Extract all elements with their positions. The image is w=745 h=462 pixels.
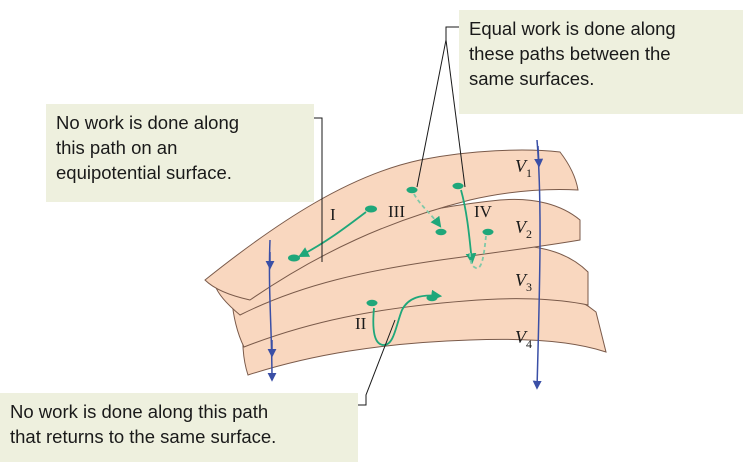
surface-label-v1-sub: 1 bbox=[526, 166, 532, 180]
surface-label-v3-sub: 3 bbox=[526, 280, 532, 294]
path-iv-end-dot bbox=[483, 229, 494, 235]
path-i-end-dot bbox=[288, 255, 300, 262]
field-line-right-arrow-top bbox=[538, 146, 539, 166]
surface-label-v4-sub: 4 bbox=[526, 337, 532, 351]
path-iv-start-dot bbox=[453, 183, 464, 189]
path-ii-start-dot bbox=[367, 300, 378, 306]
path-ii-end-dot bbox=[427, 295, 438, 301]
path-iii-start-dot bbox=[407, 187, 418, 193]
path-label-iii: III bbox=[388, 202, 405, 221]
surface-label-v2-sub: 2 bbox=[526, 227, 532, 241]
path-i-start-dot bbox=[365, 206, 377, 213]
path-label-iv: IV bbox=[474, 202, 493, 221]
path-label-ii: II bbox=[355, 314, 367, 333]
path-label-i: I bbox=[330, 205, 336, 224]
path-iii-end-dot bbox=[436, 229, 447, 235]
